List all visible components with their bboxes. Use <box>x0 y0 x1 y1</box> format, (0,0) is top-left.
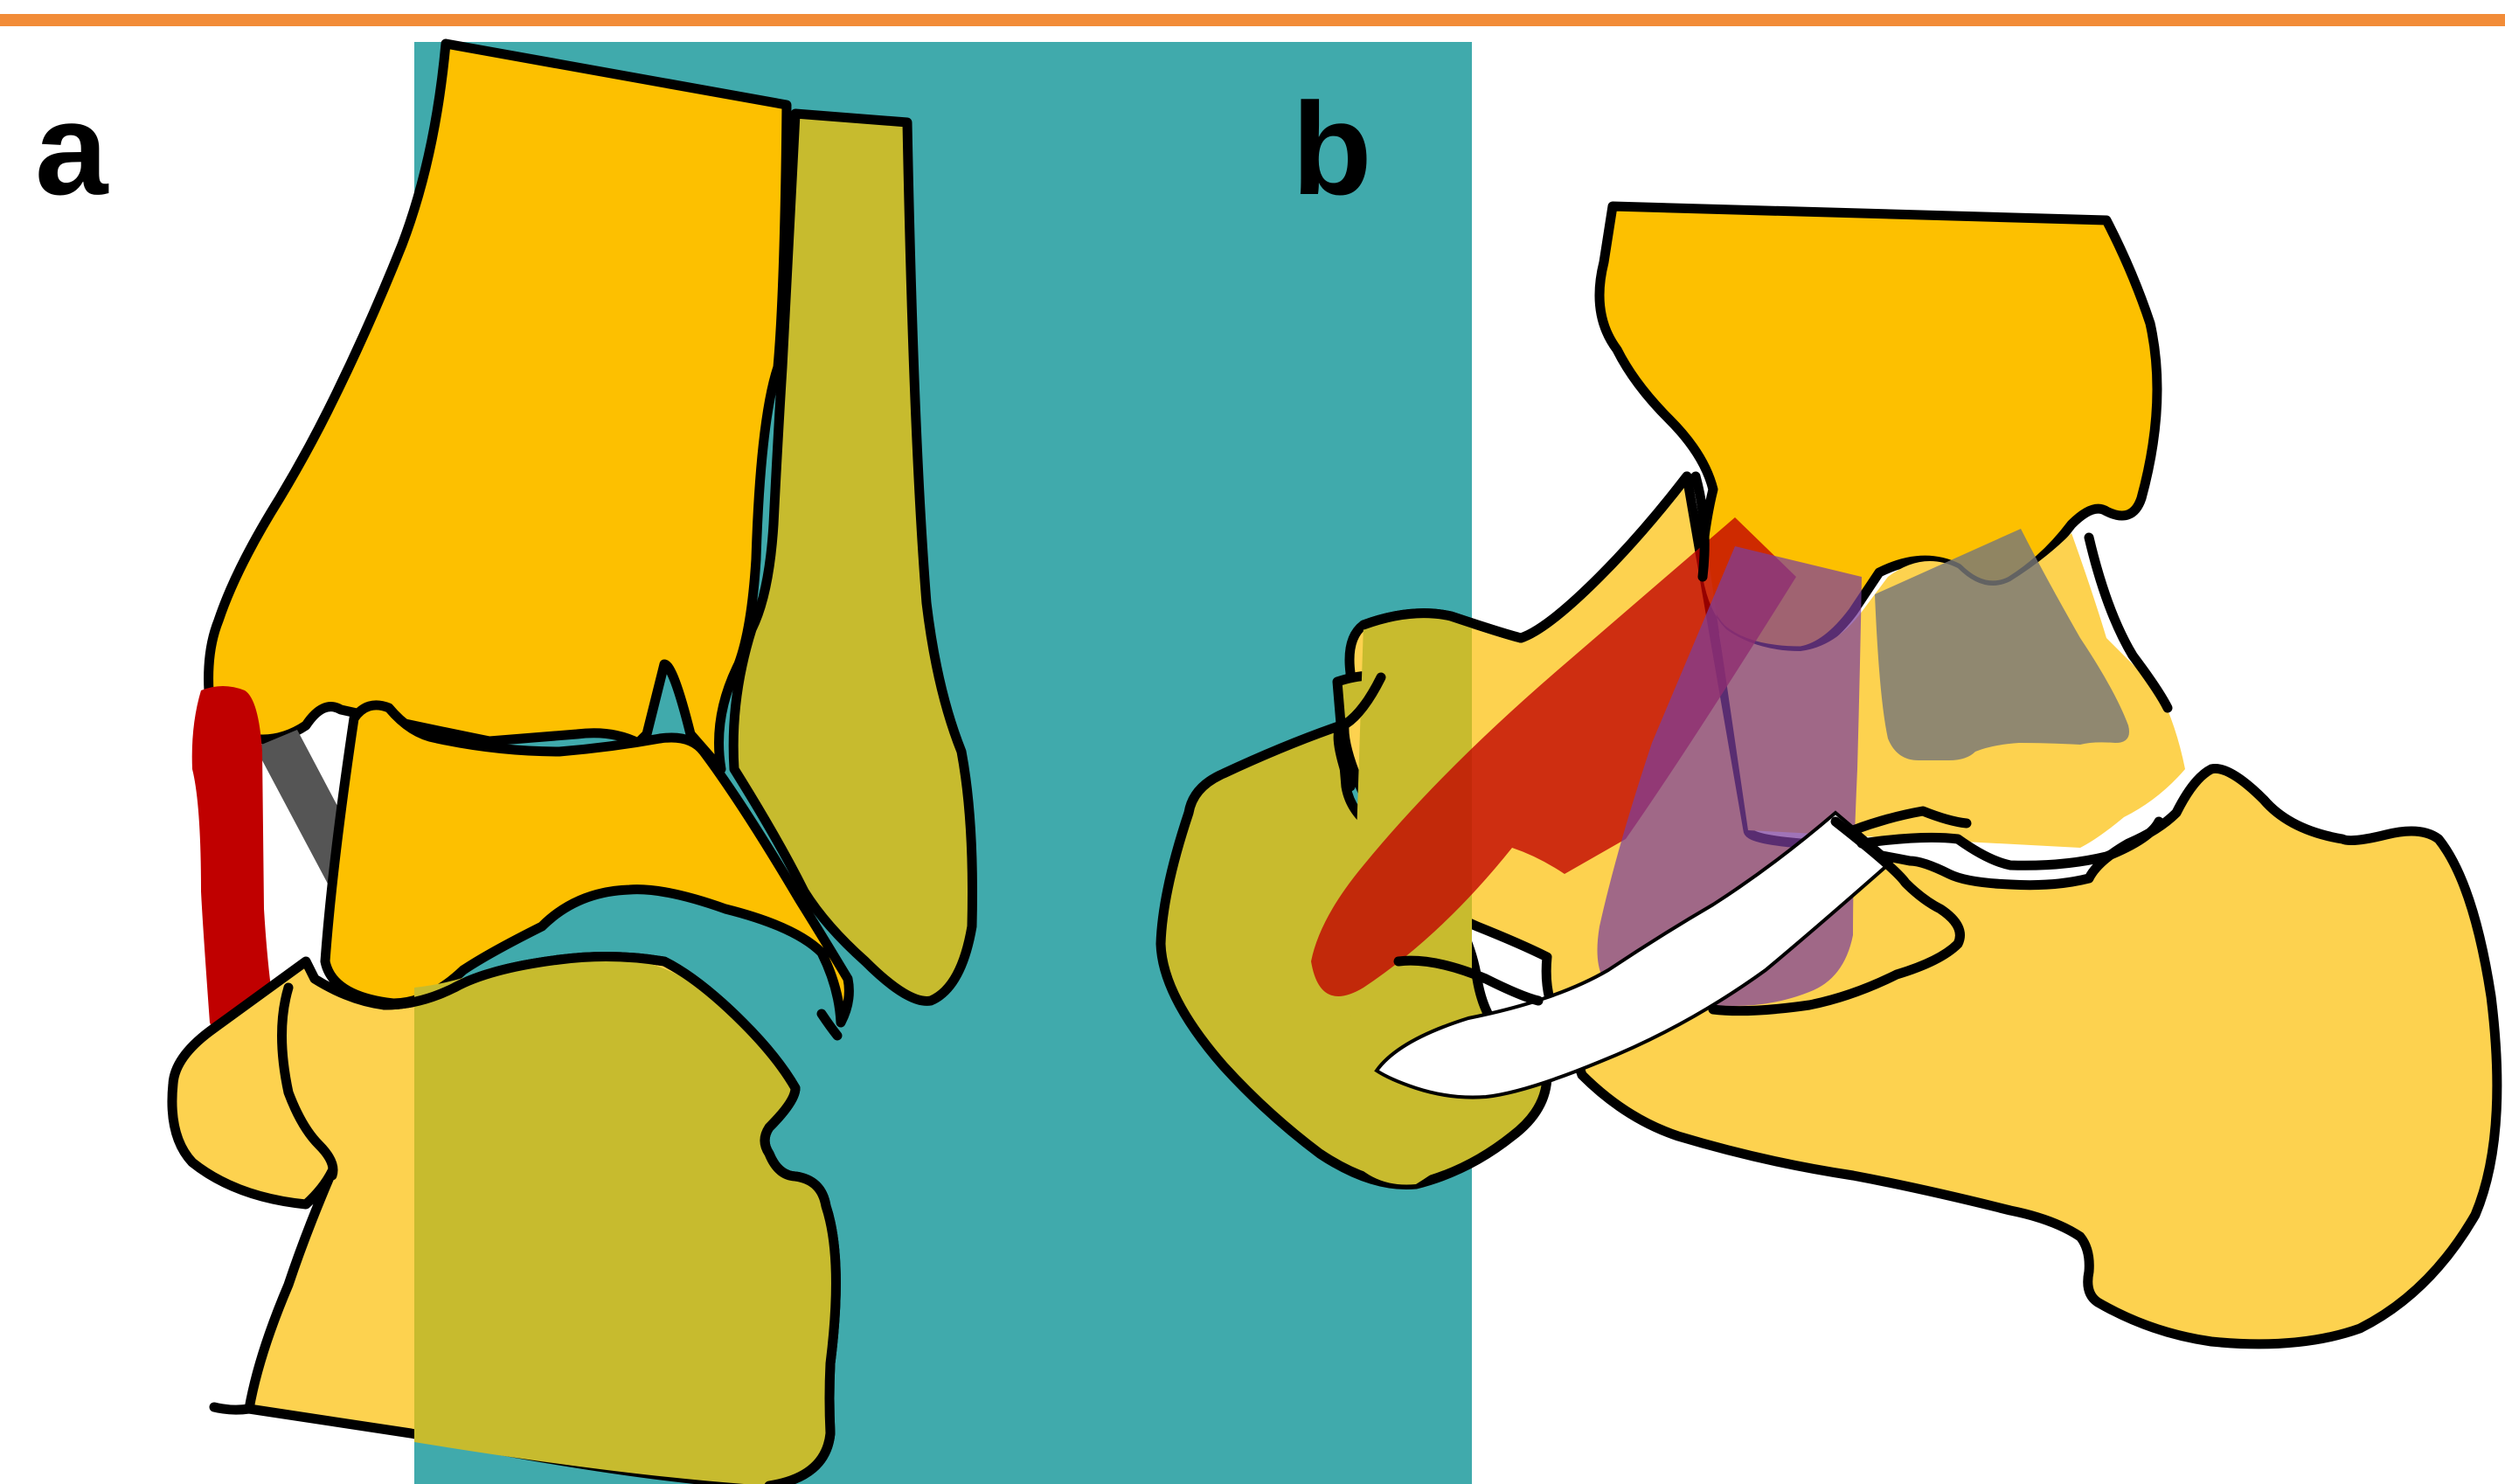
panel-label-b: b <box>1292 83 1372 214</box>
lower-line <box>214 1407 249 1410</box>
panel-label-a: a <box>35 83 108 214</box>
top-rule <box>0 14 2505 26</box>
tibia <box>209 44 787 769</box>
red-ligament <box>192 686 271 1037</box>
